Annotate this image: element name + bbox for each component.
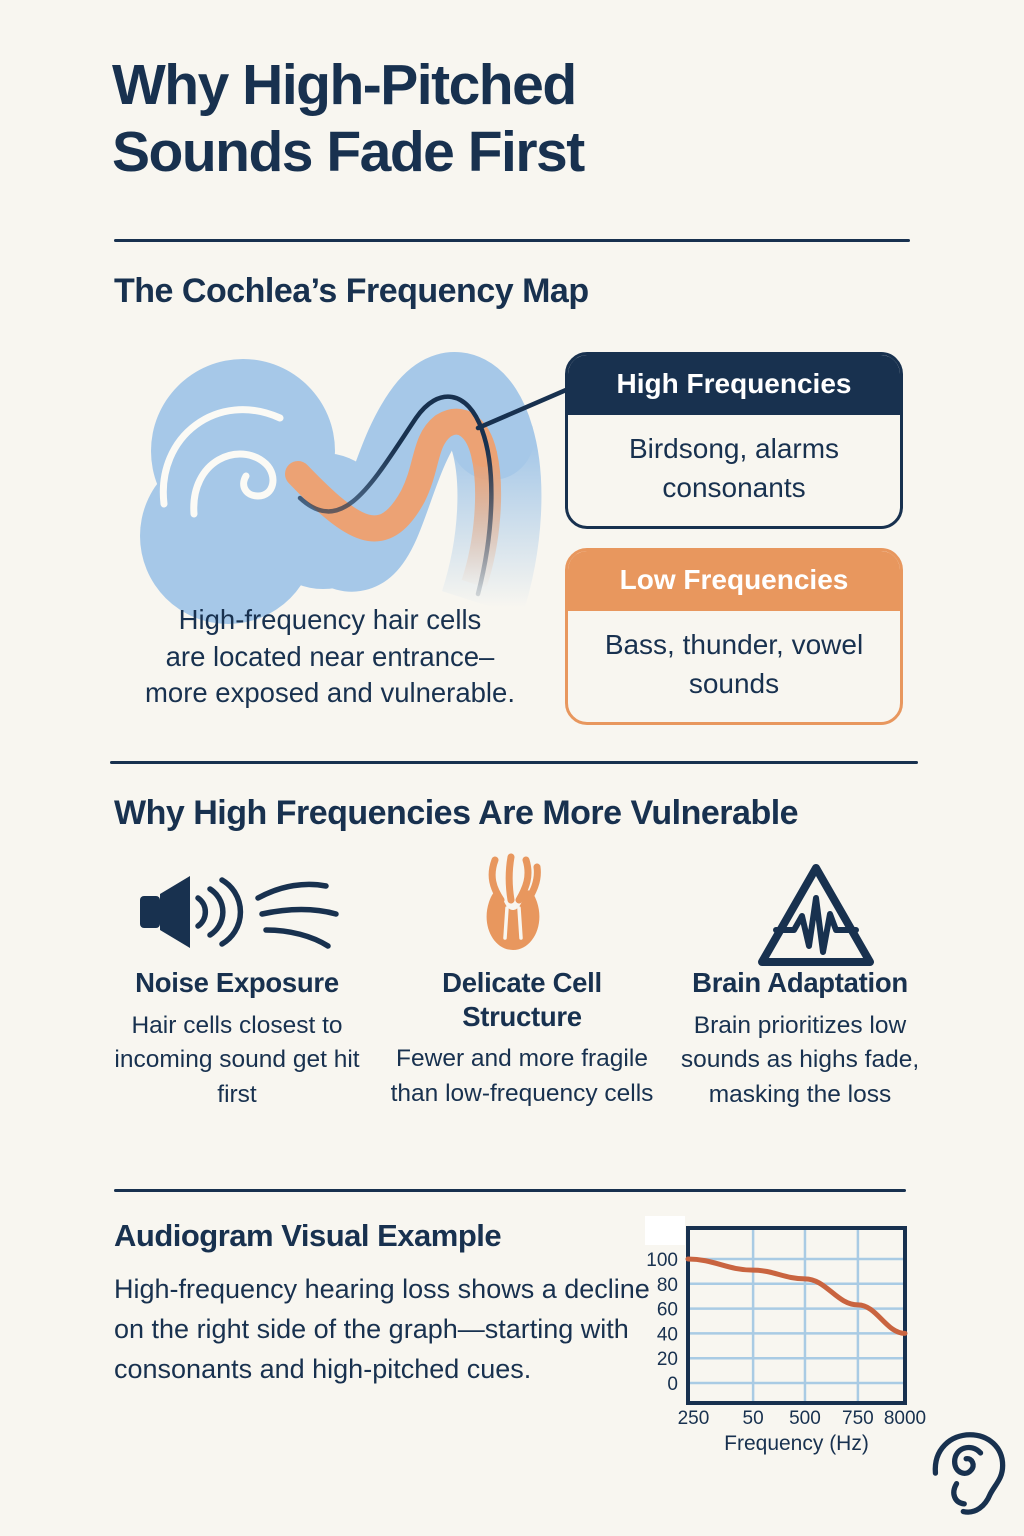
cochlea-section-heading: The Cochlea’s Frequency Map	[114, 272, 589, 310]
column-delicate-cell-structure: Delicate Cell Structure Fewer and more f…	[388, 966, 656, 1112]
column-title: Noise Exposure	[135, 967, 339, 998]
page-title-line1: Why High-Pitched	[112, 53, 577, 117]
cochlea-spiral-illustration	[140, 352, 569, 624]
svg-text:750: 750	[842, 1408, 874, 1429]
high-frequencies-callout: High Frequencies Birdsong, alarms conson…	[565, 352, 903, 530]
cochlea-caption-line: more exposed and vulnerable.	[145, 677, 515, 709]
page-title-line2: Sounds Fade First	[112, 119, 585, 184]
column-body: Brain prioritizes low sounds as highs fa…	[680, 1011, 920, 1109]
pointer-line	[475, 387, 569, 431]
section-divider	[114, 239, 910, 242]
low-frequencies-header: Low Frequencies	[568, 551, 900, 611]
column-body: Fewer and more fragile than low-frequenc…	[390, 1045, 654, 1107]
svg-text:8000: 8000	[884, 1408, 926, 1429]
hair-cell-icon	[486, 853, 541, 950]
svg-text:60: 60	[657, 1300, 678, 1321]
svg-text:50: 50	[743, 1408, 764, 1429]
column-body: Hair cells closest to incoming sound get…	[114, 1011, 360, 1109]
cochlea-caption: High-frequency hair cells are located ne…	[95, 602, 565, 712]
cochlea-caption-line: are located near entrance–	[165, 640, 495, 672]
section-divider	[114, 1189, 906, 1192]
audiogram-section-heading: Audiogram Visual Example	[114, 1218, 502, 1253]
column-noise-exposure: Noise Exposure Hair cells closest to inc…	[104, 966, 370, 1113]
speaker-sound-waves-icon	[140, 876, 339, 949]
column-brain-adaptation: Brain Adaptation Brain prioritizes low s…	[668, 966, 932, 1113]
svg-text:40: 40	[657, 1324, 678, 1345]
cochlea-caption-line: High-frequency hair cells	[178, 604, 482, 635]
svg-text:500: 500	[789, 1408, 821, 1429]
column-title: Brain Adaptation	[692, 967, 908, 998]
low-frequencies-body: Bass, thunder, vowel sounds	[604, 629, 864, 699]
svg-text:80: 80	[657, 1275, 678, 1296]
vulnerable-section-heading: Why High Frequencies Are More Vulnerable	[114, 794, 799, 832]
section-divider	[110, 761, 918, 764]
audiogram-paragraph: High-frequency hearing loss shows a decl…	[114, 1274, 650, 1384]
svg-text:Frequency (Hz): Frequency (Hz)	[724, 1432, 869, 1455]
svg-text:250: 250	[678, 1408, 710, 1429]
page-title: Why High-Pitched Sounds Fade First	[112, 52, 585, 185]
low-frequencies-callout: Low Frequencies Bass, thunder, vowel sou…	[565, 548, 903, 726]
ear-icon	[932, 1432, 1006, 1515]
svg-text:20: 20	[657, 1349, 678, 1370]
svg-text:100: 100	[646, 1250, 678, 1271]
high-frequencies-body: Birdsong, alarms consonants	[628, 433, 840, 503]
warning-triangle-waveform-icon	[758, 864, 874, 966]
high-frequencies-header: High Frequencies	[568, 355, 900, 415]
column-title: Delicate Cell Structure	[442, 967, 602, 1032]
svg-text:0: 0	[667, 1374, 678, 1395]
